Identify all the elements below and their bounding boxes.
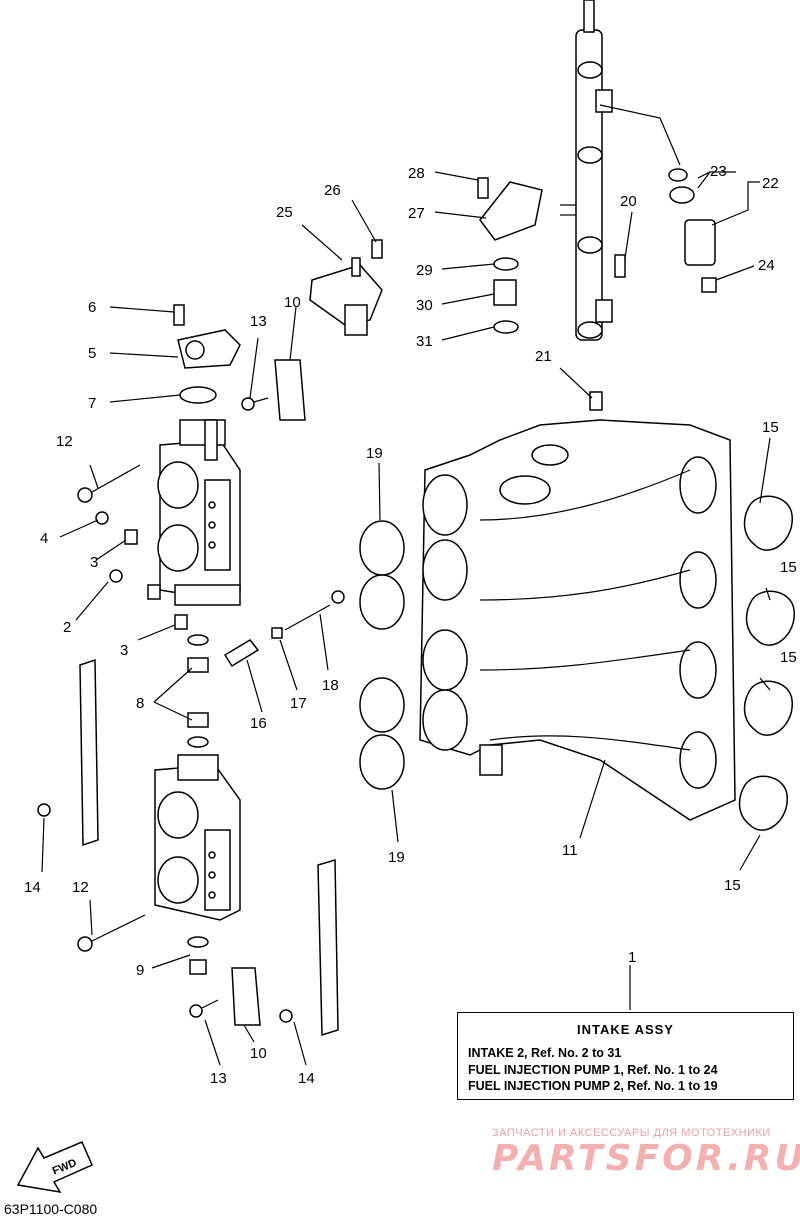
throttle-body-seals bbox=[359, 520, 405, 790]
callout: 19 bbox=[388, 849, 405, 866]
callout: 13 bbox=[210, 1070, 227, 1087]
watermark-subtitle: ЗАПЧАСТИ И АКСЕССУАРЫ ДЛЯ МОТОТЕХНИКИ bbox=[492, 1127, 771, 1139]
callout: 7 bbox=[88, 395, 96, 412]
callout: 10 bbox=[284, 294, 301, 311]
callout: 15 bbox=[780, 649, 797, 666]
info-line-intake-2: INTAKE 2, Ref. No. 2 to 31 bbox=[468, 1046, 622, 1060]
callout: 3 bbox=[120, 642, 128, 659]
callout: 26 bbox=[324, 182, 341, 199]
callout: 14 bbox=[298, 1070, 315, 1087]
callout: 5 bbox=[88, 345, 96, 362]
callout: 12 bbox=[72, 879, 89, 896]
callout: 3 bbox=[90, 554, 98, 571]
info-line-pump-1: FUEL INJECTION PUMP 1, Ref. No. 1 to 24 bbox=[468, 1063, 718, 1077]
fwd-arrow-icon: FWD bbox=[16, 1141, 93, 1194]
callout: 11 bbox=[562, 842, 578, 859]
callout: 1 bbox=[628, 949, 636, 966]
watermark-brand: PARTSFOR.RU bbox=[492, 1138, 800, 1179]
callout: 9 bbox=[136, 962, 144, 979]
callout: 22 bbox=[762, 175, 779, 192]
callout: 30 bbox=[416, 297, 433, 314]
callout: 4 bbox=[40, 530, 48, 547]
callout: 20 bbox=[620, 193, 637, 210]
callout: 27 bbox=[408, 205, 425, 222]
manifold-gaskets bbox=[738, 495, 795, 831]
callout: 25 bbox=[276, 204, 293, 221]
callout: 16 bbox=[250, 715, 267, 732]
callout: 21 bbox=[535, 348, 552, 365]
callout: 2 bbox=[63, 619, 71, 636]
callout: 17 bbox=[290, 695, 307, 712]
callout: 19 bbox=[366, 445, 383, 462]
callout: 31 bbox=[416, 333, 433, 350]
callout: 10 bbox=[250, 1045, 267, 1062]
callout: 6 bbox=[88, 299, 96, 316]
diagram-code: 63P1100-C080 bbox=[4, 1201, 98, 1217]
callout: 13 bbox=[250, 313, 267, 330]
callout: 29 bbox=[416, 262, 433, 279]
callout: 12 bbox=[56, 433, 73, 450]
small-parts bbox=[37, 168, 717, 1037]
callout: 23 bbox=[710, 163, 727, 180]
callout: 15 bbox=[780, 559, 797, 576]
callout: 15 bbox=[724, 877, 741, 894]
fuel-rail bbox=[560, 0, 613, 341]
info-line-pump-2: FUEL INJECTION PUMP 2, Ref. No. 1 to 19 bbox=[468, 1079, 718, 1093]
callout: 28 bbox=[408, 165, 425, 182]
throttle-body-lower bbox=[154, 754, 241, 921]
info-box-title: INTAKE ASSY bbox=[577, 1022, 674, 1037]
callout: 15 bbox=[762, 419, 779, 436]
callout-numbers: 1 2 3 3 4 5 6 7 8 9 10 10 11 12 12 13 13… bbox=[24, 163, 797, 1087]
callout: 18 bbox=[322, 677, 339, 694]
throttle-body-upper bbox=[157, 419, 241, 606]
callout: 14 bbox=[24, 879, 41, 896]
callout: 8 bbox=[136, 695, 144, 712]
callout: 24 bbox=[758, 257, 775, 274]
leader-lines bbox=[41, 104, 771, 1066]
intake-manifold bbox=[419, 419, 736, 821]
intake-assy-info-box: INTAKE ASSY INTAKE 2, Ref. No. 2 to 31 F… bbox=[457, 1012, 794, 1100]
